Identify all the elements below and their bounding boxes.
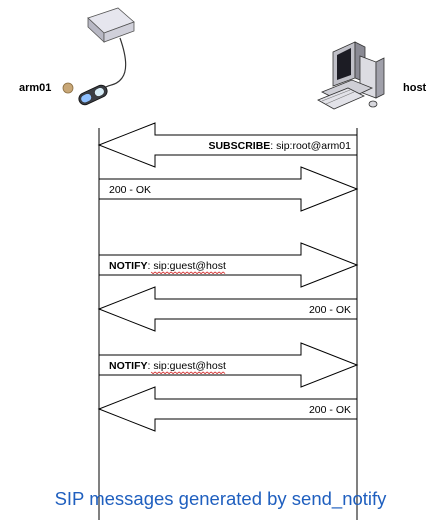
arrow-shape bbox=[97, 286, 358, 332]
arrow-shape bbox=[98, 242, 359, 288]
message-arrow: NOTIFY: sip:guest@host bbox=[98, 342, 359, 388]
message-label: 200 - OK bbox=[309, 304, 351, 316]
message-text: 200 - OK bbox=[309, 404, 351, 416]
diagram-caption: SIP messages generated by send_notify bbox=[54, 488, 387, 509]
message-text: : sip:guest@host bbox=[148, 260, 226, 272]
spellcheck-underline bbox=[150, 371, 226, 375]
arrow-shape bbox=[97, 386, 358, 432]
spellcheck-underline bbox=[150, 271, 226, 275]
embedded-device-icon bbox=[62, 7, 135, 106]
node-label-arm01: arm01 bbox=[19, 82, 52, 94]
arrow-shape bbox=[97, 122, 358, 168]
message-arrows: SUBSCRIBE: sip:root@arm01 200 - OK NOTIFY:… bbox=[97, 122, 359, 432]
message-arrow: NOTIFY: sip:guest@host bbox=[98, 242, 359, 288]
message-text: 200 - OK bbox=[309, 304, 351, 316]
message-method: SUBSCRIBE bbox=[208, 140, 270, 152]
message-arrow: 200 - OK bbox=[98, 166, 359, 212]
node-label-host: host bbox=[403, 82, 427, 94]
message-label: NOTIFY: sip:guest@host bbox=[109, 260, 226, 272]
message-arrow: 200 - OK bbox=[97, 286, 358, 332]
computer-icon bbox=[317, 41, 385, 110]
arrow-shape bbox=[98, 166, 359, 212]
arrow-shape bbox=[98, 342, 359, 388]
message-method: NOTIFY bbox=[109, 360, 148, 372]
message-label: SUBSCRIBE: sip:root@arm01 bbox=[208, 140, 351, 152]
message-text: : sip:root@arm01 bbox=[270, 140, 351, 152]
message-arrow: 200 - OK bbox=[97, 386, 358, 432]
message-text: 200 - OK bbox=[109, 184, 151, 196]
message-label: NOTIFY: sip:guest@host bbox=[109, 360, 226, 372]
message-label: 200 - OK bbox=[109, 184, 151, 196]
message-text: : sip:guest@host bbox=[148, 360, 226, 372]
message-method: NOTIFY bbox=[109, 260, 148, 272]
message-label: 200 - OK bbox=[309, 404, 351, 416]
message-arrow: SUBSCRIBE: sip:root@arm01 bbox=[97, 122, 358, 168]
